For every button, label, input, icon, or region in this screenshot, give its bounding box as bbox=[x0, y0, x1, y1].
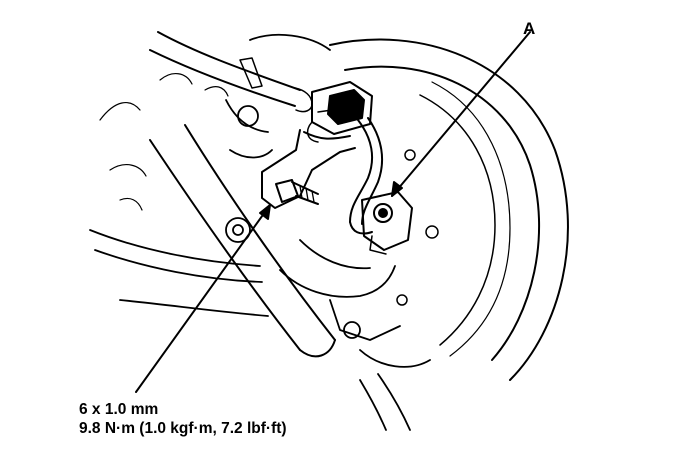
mounting-bolt bbox=[275, 179, 319, 205]
sensor-connector bbox=[306, 81, 373, 143]
brake-hose bbox=[149, 31, 313, 113]
steering-knuckle bbox=[225, 33, 431, 368]
suspension-arm bbox=[149, 124, 336, 358]
leader-line-a bbox=[391, 31, 531, 197]
callout-label-a: A bbox=[523, 19, 536, 38]
background-shading bbox=[99, 73, 229, 211]
bolt-size-text: 6 x 1.0 mm bbox=[79, 401, 159, 418]
brake-rotor bbox=[329, 38, 569, 381]
leader-line-bolt bbox=[135, 204, 271, 393]
wire-bracket bbox=[261, 129, 356, 209]
bolt-spec-block: 6 x 1.0 mm 9.8 N·m (1.0 kgf·m, 7.2 lbf·f… bbox=[79, 400, 287, 438]
sensor-wire bbox=[349, 117, 384, 235]
torque-spec-text: 9.8 N·m (1.0 kgf·m, 7.2 lbf·ft) bbox=[79, 420, 287, 437]
wheel-speed-sensor bbox=[361, 191, 413, 255]
